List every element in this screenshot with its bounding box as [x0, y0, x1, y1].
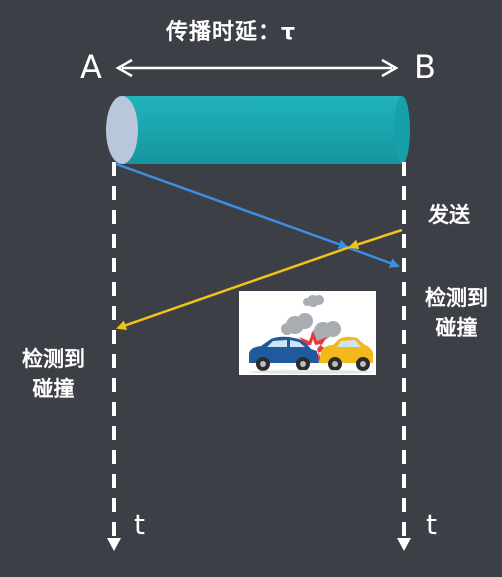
- send-label: 发送: [428, 203, 470, 227]
- node-b-label: B: [414, 48, 436, 86]
- node-a-label: A: [80, 48, 102, 86]
- signal-from-b: [116, 228, 403, 331]
- detect-collision-line-2: 碰撞: [32, 377, 75, 401]
- detect-collision-label-a: 检测到 碰撞: [22, 344, 85, 404]
- transmission-cable: [106, 96, 410, 164]
- detect-collision-line-2: 碰撞: [435, 316, 478, 340]
- detect-collision-line-1: 检测到: [425, 286, 488, 310]
- timeline-b-arrowhead: [397, 538, 411, 551]
- detect-collision-line-1: 检测到: [22, 347, 85, 371]
- car-collision-icon: [239, 291, 376, 375]
- time-axis-label-b: t: [426, 508, 437, 541]
- timeline-a-arrowhead: [107, 538, 121, 551]
- double-arrow-icon: [115, 58, 399, 78]
- time-axis-label-a: t: [134, 508, 145, 541]
- detect-collision-label-b: 检测到 碰撞: [425, 283, 488, 343]
- signal-from-a: [115, 162, 400, 268]
- propagation-delay-title: 传播时延：τ: [166, 20, 297, 45]
